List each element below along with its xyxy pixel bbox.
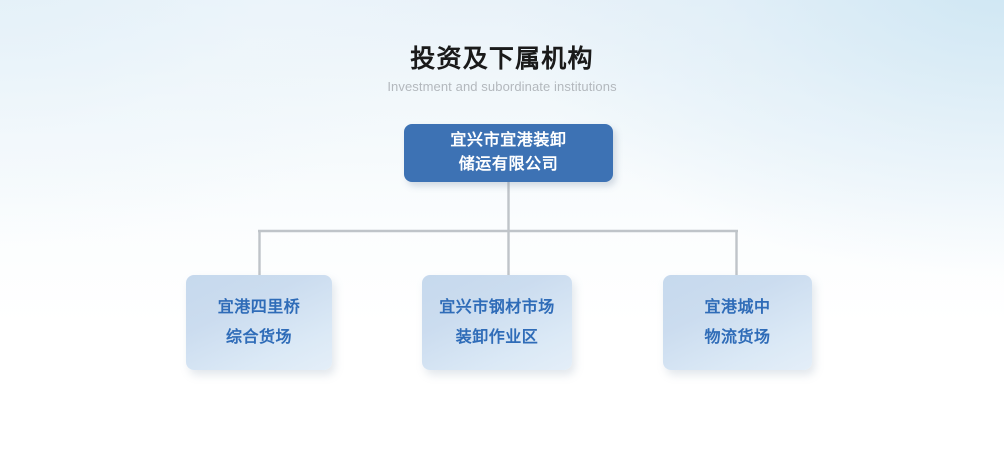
org-node-child-2-line-1: 宜兴市钢材市场 — [439, 298, 555, 316]
page-subtitle: Investment and subordinate institutions — [387, 79, 617, 94]
org-node-child-3-line-1: 宜港城中 — [704, 298, 771, 316]
page-heading: 投资及下属机构 Investment and subordinate insti… — [0, 44, 1004, 95]
org-node-root[interactable]: 宜兴市宜港装卸 储运有限公司 — [404, 124, 613, 182]
org-node-child-3-line-2: 物流货场 — [704, 328, 771, 346]
page-title: 投资及下属机构 — [410, 45, 594, 73]
org-node-child-2[interactable]: 宜兴市钢材市场 装卸作业区 — [422, 275, 572, 370]
org-node-child-1-line-1: 宜港四里桥 — [217, 298, 301, 316]
org-node-child-1-line-2: 综合货场 — [225, 328, 292, 346]
org-node-child-2-line-2: 装卸作业区 — [455, 328, 539, 346]
org-node-root-line-2: 储运有限公司 — [458, 156, 559, 173]
org-node-child-1[interactable]: 宜港四里桥 综合货场 — [186, 275, 332, 370]
org-node-child-3[interactable]: 宜港城中 物流货场 — [663, 275, 812, 370]
org-node-root-line-1: 宜兴市宜港装卸 — [450, 132, 567, 149]
